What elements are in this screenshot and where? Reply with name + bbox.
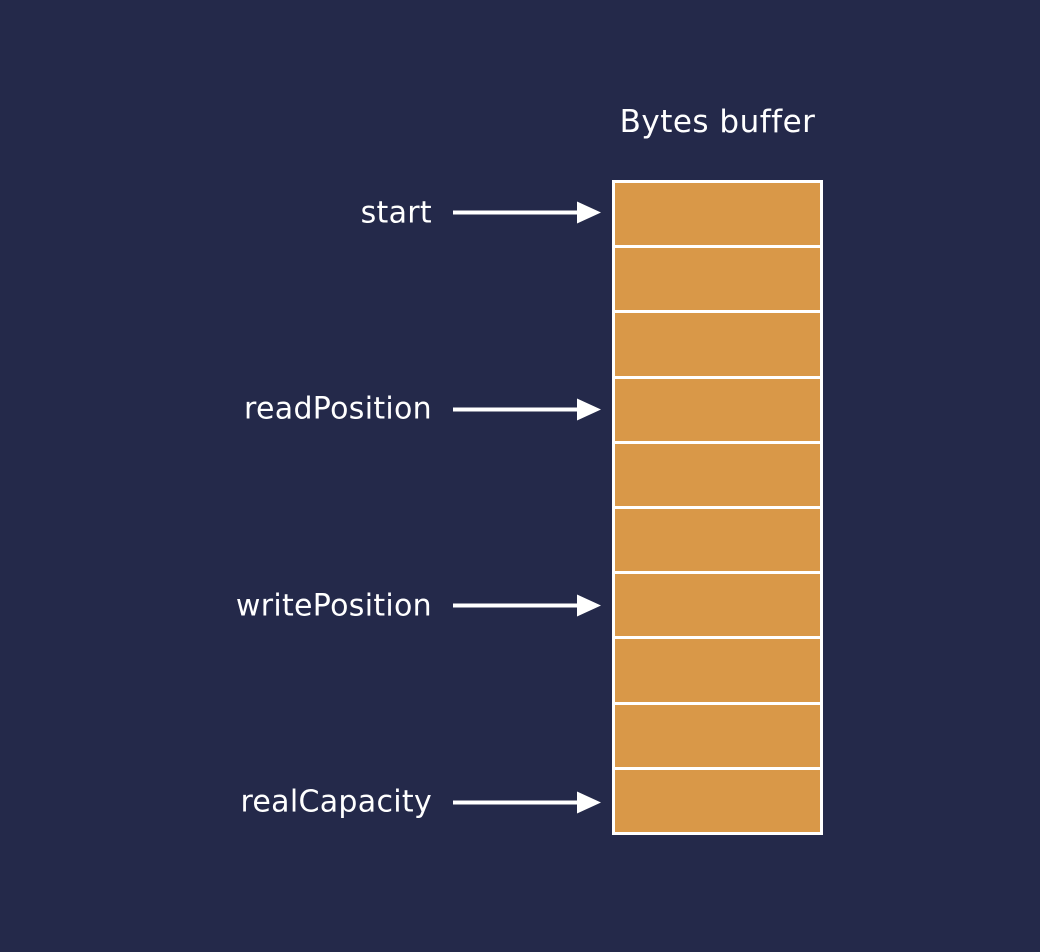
buffer-cell: [615, 769, 820, 833]
pointer-label-write-position: writePosition: [235, 588, 432, 624]
arrow-right-icon: [453, 398, 601, 421]
buffer-cell: [615, 183, 820, 246]
buffer-cell: [615, 704, 820, 767]
arrow-right-icon: [453, 201, 601, 224]
pointer-write-position: writePosition: [236, 588, 601, 623]
pointer-label-read-position: readPosition: [244, 391, 432, 427]
pointer-read-position: readPosition: [244, 392, 601, 427]
buffer-cell: [615, 248, 820, 311]
arrow-right-icon: [453, 594, 601, 617]
buffer-cell: [615, 378, 820, 441]
buffer-cell: [615, 313, 820, 376]
pointer-label-real-capacity: realCapacity: [240, 784, 432, 820]
diagram-title: Bytes buffer: [619, 104, 816, 140]
buffer-cell: [615, 509, 820, 572]
buffer-cell: [615, 639, 820, 702]
arrow-right-icon: [453, 791, 601, 814]
pointer-label-start: start: [360, 195, 432, 231]
buffer-cell: [615, 443, 820, 507]
pointer-real-capacity: realCapacity: [240, 785, 601, 820]
bytes-buffer: [612, 180, 823, 835]
buffer-cell: [615, 574, 820, 637]
pointer-start: start: [361, 195, 601, 230]
